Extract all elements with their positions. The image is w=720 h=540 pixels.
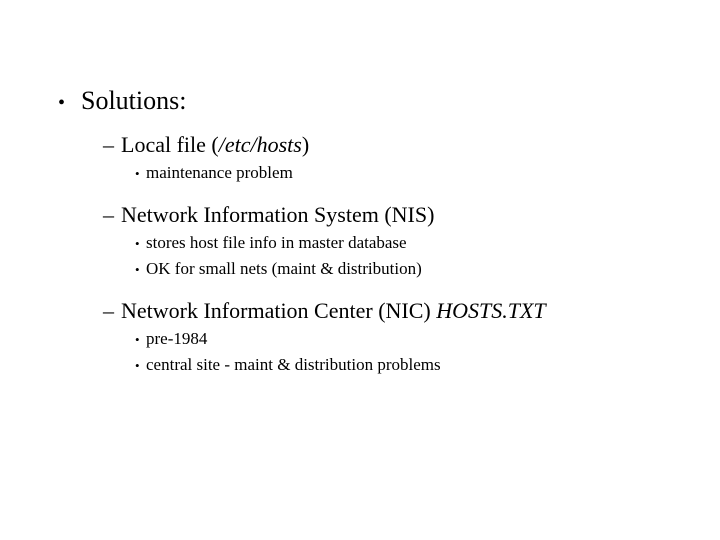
nic-text-before: Network Information Center (NIC) xyxy=(121,298,437,323)
bullet-dash-icon: – xyxy=(103,298,114,323)
local-file-text-after: ) xyxy=(301,132,310,157)
bullet-level3-ok-for-small-nets[interactable]: • OK for small nets (maint & distributio… xyxy=(0,256,720,282)
local-file-path-italic: /etc/hosts xyxy=(218,132,302,157)
bullet-dash-icon: – xyxy=(103,202,114,227)
slide-body-content: • Solutions: – Local file (/etc/hosts) •… xyxy=(0,84,720,378)
bullet-level3-pre-1984[interactable]: • pre-1984 xyxy=(0,326,720,352)
bullet-level1-solutions[interactable]: • Solutions: xyxy=(0,84,720,120)
bullet-level2-label: Local file (/etc/hosts) xyxy=(121,129,309,160)
bullet-dot-icon: • xyxy=(135,236,140,251)
bullet-level3-stores-host-file-info[interactable]: • stores host file info in master databa… xyxy=(0,230,720,256)
bullet-level2-label: Network Information System (NIS) xyxy=(121,202,435,227)
bullet-level2-nic[interactable]: – Network Information Center (NIC) HOSTS… xyxy=(0,295,720,326)
bullet-level3-label: stores host file info in master database xyxy=(146,233,407,252)
hosts-txt-italic: HOSTS.TXT xyxy=(436,298,546,323)
bullet-level2-local-file[interactable]: – Local file (/etc/hosts) xyxy=(0,129,720,160)
bullet-dot-icon: • xyxy=(135,332,140,347)
bullet-dash-icon: – xyxy=(103,132,114,157)
bullet-level3-label: maintenance problem xyxy=(146,163,293,182)
bullet-level3-label: pre-1984 xyxy=(146,329,208,348)
bullet-level3-label: central site - maint & distribution prob… xyxy=(146,355,441,374)
bullet-level2-label: Network Information Center (NIC) HOSTS.T… xyxy=(121,295,546,326)
bullet-dot-icon: • xyxy=(135,358,140,373)
bullet-level3-label: OK for small nets (maint & distribution) xyxy=(146,259,422,278)
bullet-level2-nis[interactable]: – Network Information System (NIS) xyxy=(0,199,720,230)
bullet-dot-icon: • xyxy=(58,92,66,114)
local-file-text-before: Local file ( xyxy=(121,132,219,157)
bullet-level1-label: Solutions: xyxy=(81,86,187,115)
bullet-level3-central-site[interactable]: • central site - maint & distribution pr… xyxy=(0,352,720,378)
bullet-level3-maintenance-problem[interactable]: • maintenance problem xyxy=(0,160,720,186)
bullet-dot-icon: • xyxy=(135,262,140,277)
bullet-dot-icon: • xyxy=(135,166,140,181)
